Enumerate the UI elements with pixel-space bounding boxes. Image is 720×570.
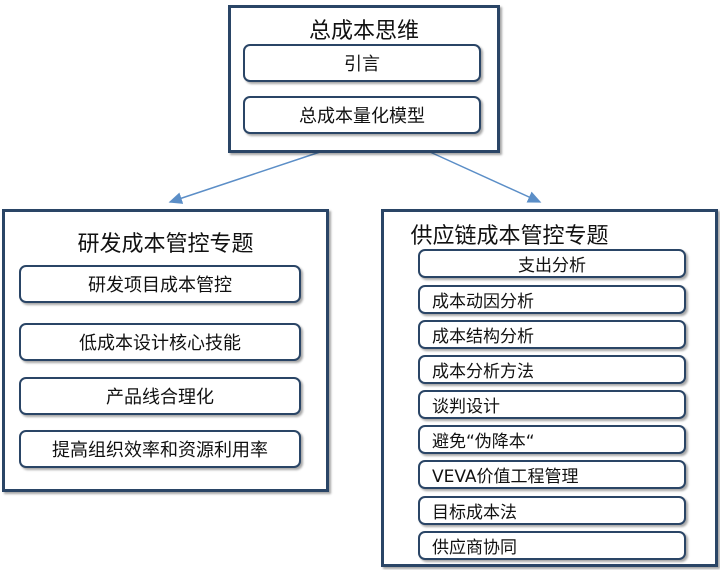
rd-item-2-label: 产品线合理化 [106,387,214,408]
total-cost-panel: 总成本思维 引言 总成本量化模型 [228,5,500,153]
rd-cost-title: 研发成本管控专题 [77,232,254,257]
arrow-to-supply [429,151,542,203]
rd-item-1-label: 低成本设计核心技能 [79,333,241,354]
intro-box: 引言 [243,44,481,82]
sc-item-8: 供应商协同 [418,531,686,560]
supply-chain-title: 供应链成本管控专题 [410,224,609,249]
sc-item-0-label: 支出分析 [518,256,586,276]
sc-item-4-label: 谈判设计 [432,397,500,417]
rd-cost-panel: 研发成本管控专题 研发项目成本管控 低成本设计核心技能 产品线合理化 提高组织效… [2,209,329,492]
sc-item-2: 成本结构分析 [418,320,686,349]
quant-model-box: 总成本量化模型 [243,96,481,134]
sc-item-0: 支出分析 [418,249,686,278]
rd-item-3-label: 提高组织效率和资源利用率 [52,440,268,461]
sc-item-1-label: 成本动因分析 [432,292,534,312]
sc-item-7-label: 目标成本法 [432,503,517,523]
sc-item-5-label: 避免“伪降本“ [432,432,535,452]
sc-item-3: 成本分析方法 [418,355,686,384]
rd-item-0: 研发项目成本管控 [19,265,301,303]
sc-item-1: 成本动因分析 [418,285,686,314]
sc-item-5: 避免“伪降本“ [418,425,686,454]
sc-item-7: 目标成本法 [418,496,686,525]
sc-item-2-label: 成本结构分析 [432,327,534,347]
rd-item-0-label: 研发项目成本管控 [88,275,232,296]
arrow-to-rd [168,151,321,204]
rd-item-3: 提高组织效率和资源利用率 [19,430,301,468]
sc-item-3-label: 成本分析方法 [432,362,534,382]
sc-item-8-label: 供应商协同 [432,538,517,558]
sc-item-6-label: VEVA价值工程管理 [432,467,579,487]
intro-label: 引言 [344,54,380,75]
quant-model-label: 总成本量化模型 [299,106,425,127]
rd-item-2: 产品线合理化 [19,377,301,415]
total-cost-title: 总成本思维 [308,19,419,44]
supply-chain-panel: 供应链成本管控专题 支出分析 成本动因分析 成本结构分析 成本分析方法 谈判设计… [381,209,718,567]
rd-item-1: 低成本设计核心技能 [19,323,301,361]
sc-item-4: 谈判设计 [418,390,686,419]
sc-item-6: VEVA价值工程管理 [418,460,686,489]
